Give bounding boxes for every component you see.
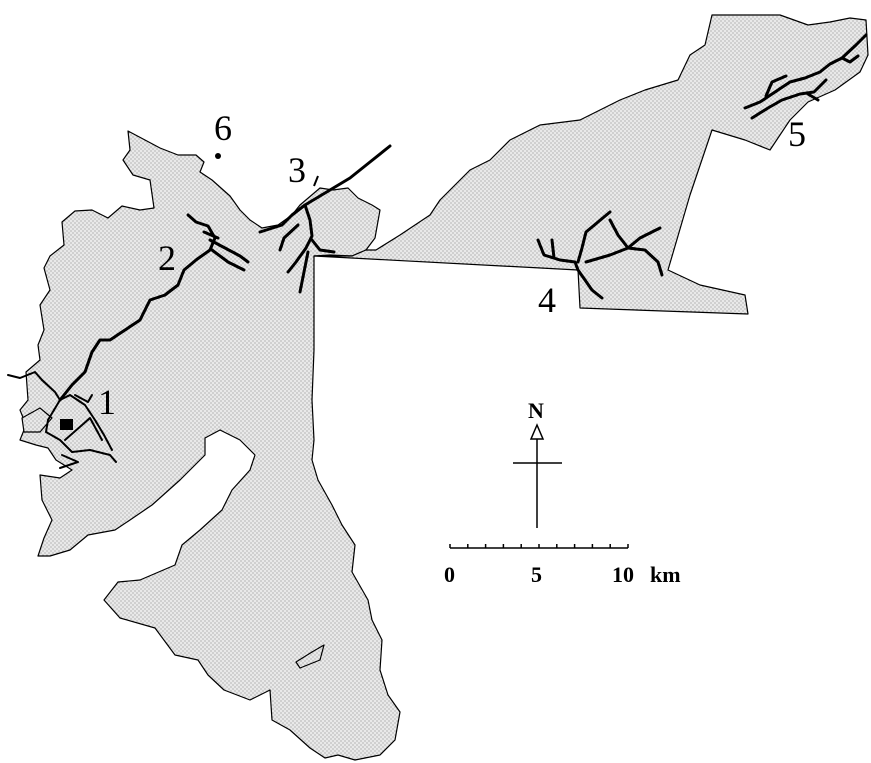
- scale-bar: 0 5 10 km: [444, 544, 681, 587]
- site-label-3: 3: [288, 150, 306, 190]
- site-label-1: 1: [98, 382, 116, 422]
- river-site-5: [743, 33, 868, 120]
- river-site-1-branch-a: [7, 371, 117, 463]
- site-3-leader: [313, 175, 319, 187]
- site-6-marker: [215, 153, 221, 159]
- north-arrow: N: [513, 398, 562, 528]
- town-marker: [60, 419, 73, 430]
- river-site-4: [536, 210, 664, 300]
- north-label: N: [528, 398, 544, 423]
- river-site-3-branch: [278, 203, 336, 294]
- region-west-main: [19, 130, 401, 761]
- river-site-1-branch-b: [59, 394, 113, 469]
- river-site-3-main: [258, 144, 392, 234]
- river-site-2: [186, 213, 250, 272]
- island-south: [295, 644, 325, 669]
- north-arrow-head: [529, 423, 545, 440]
- river-site-1-branch-c: [74, 394, 93, 403]
- scale-tick-label-0: 0: [444, 562, 455, 587]
- inlet-west: [21, 407, 53, 433]
- scale-tick-label-10: 10: [612, 562, 634, 587]
- site-label-4: 4: [538, 280, 556, 320]
- river-site-1-main: [58, 248, 212, 402]
- site-label-5: 5: [788, 114, 806, 154]
- site-label-2: 2: [158, 238, 176, 278]
- scale-tick-label-5: 5: [531, 562, 542, 587]
- site-label-6: 6: [214, 108, 232, 148]
- region-east: [313, 14, 869, 315]
- scale-unit: km: [650, 562, 681, 587]
